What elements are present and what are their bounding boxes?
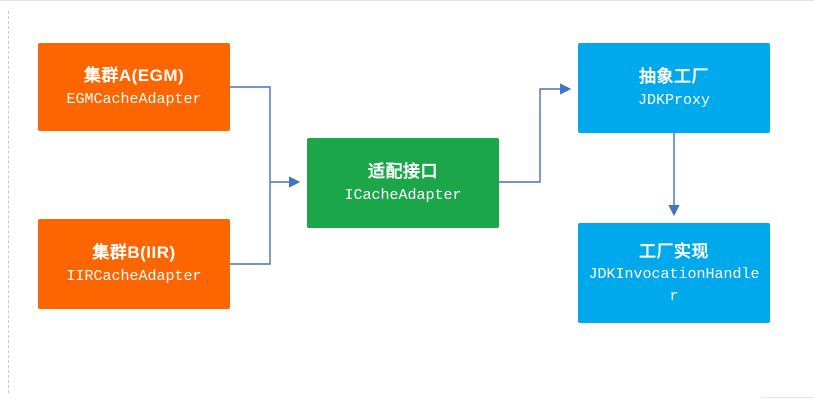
page-left-dashed-line — [8, 11, 9, 393]
node-abstract-factory[interactable]: 抽象工厂 JDKProxy — [578, 43, 770, 133]
edge-iir-to-adapter — [230, 182, 271, 265]
node-cluster-b-iir[interactable]: 集群B(IIR) IIRCacheAdapter — [38, 219, 230, 309]
node-title: 集群A(EGM) — [83, 66, 185, 86]
edge-egm-to-adapter — [230, 86, 271, 182]
node-title: 抽象工厂 — [639, 67, 709, 87]
node-class-name: EGMCacheAdapter — [66, 90, 202, 108]
node-factory-implementation[interactable]: 工厂实现 JDKInvocationHandler — [578, 223, 770, 323]
node-cluster-a-egm[interactable]: 集群A(EGM) EGMCacheAdapter — [38, 43, 230, 131]
node-adapter-interface[interactable]: 适配接口 ICacheAdapter — [307, 138, 499, 228]
edge-adapter-to-proxy — [499, 83, 572, 183]
node-title: 适配接口 — [368, 162, 438, 182]
node-class-name: JDKInvocationHandler — [588, 266, 760, 305]
node-class-name: IIRCacheAdapter — [66, 267, 202, 285]
node-title: 集群B(IIR) — [92, 243, 176, 263]
page-bottom-edge-line — [762, 397, 814, 398]
node-class-name: ICacheAdapter — [344, 186, 462, 204]
node-class-name: JDKProxy — [637, 91, 710, 109]
node-title: 工厂实现 — [639, 241, 709, 261]
